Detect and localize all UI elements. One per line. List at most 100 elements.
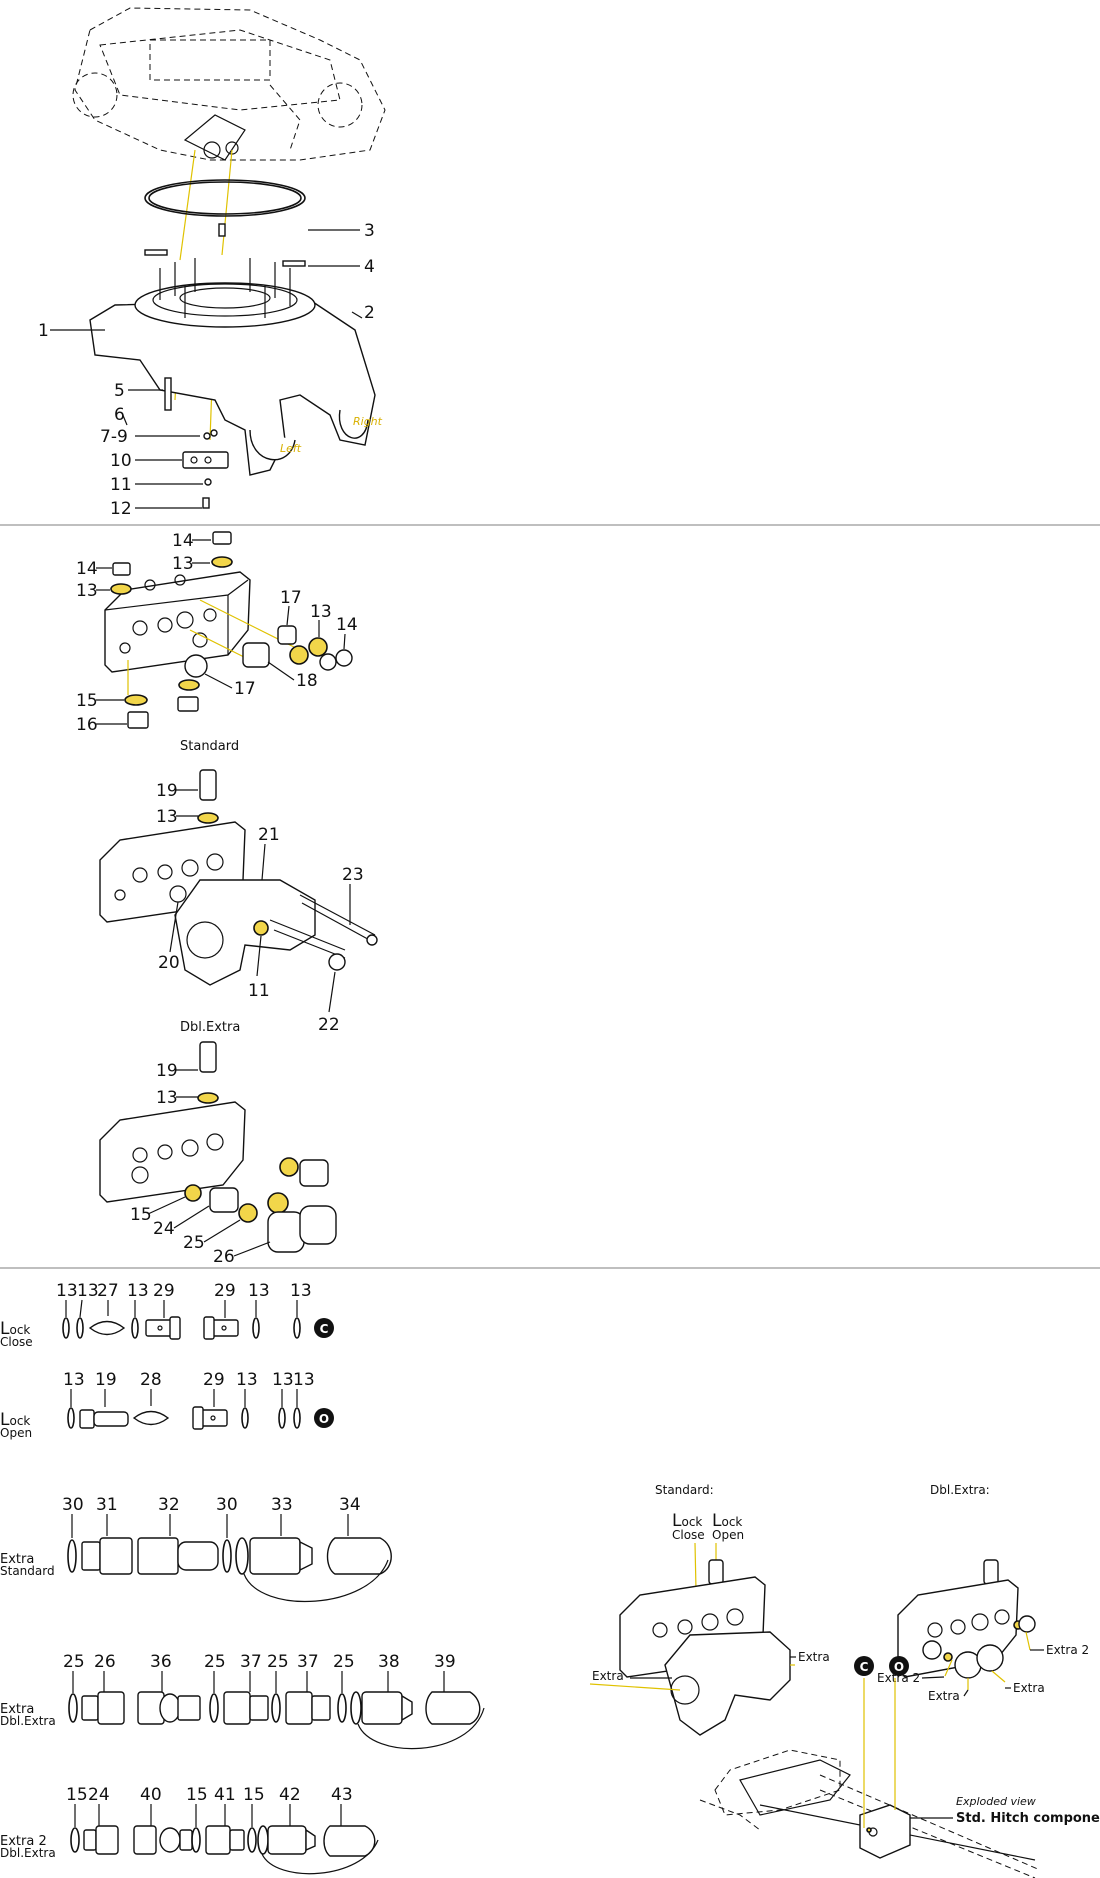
frame-label-right: Right [353,415,383,428]
callout-ed-39: 39 [434,1652,456,1672]
o-ring-large [144,179,306,217]
callout-21: 21 [258,825,280,845]
overview-standard-title: Standard: [655,1483,714,1497]
valve-block-exploded [104,571,301,695]
callout-23: 23 [342,865,364,885]
callout-lo-28: 28 [140,1370,162,1390]
callouts-standard: 19 13 21 23 20 11 22 [156,781,364,1035]
callout-es-30-a: 30 [62,1495,84,1515]
callout-ed-25-d: 25 [333,1652,355,1672]
callout-e2-15-b: 15 [186,1785,208,1805]
callout-e2-42: 42 [279,1785,301,1805]
hitch-components-label: Std. Hitch components [956,1811,1100,1826]
lock-open-big: L [0,1410,10,1430]
hitch-exploded-view: C O Exploded view Std. Hitch components [699,1656,1100,1878]
svg-text:Lock: Lock [672,1511,702,1531]
stud-bolts [159,258,291,318]
row-lock-open: Lock Open 13 19 28 29 13 13 13 O [0,1370,334,1440]
overview-lock-small-b: ock [721,1515,742,1529]
hitch-symbol-c [854,1656,874,1676]
valve-fittings-right [124,625,353,729]
callout-16: 16 [76,715,98,735]
overview-lock-big-a: L [672,1511,682,1531]
row-extra-dbl: Extra Dbl.Extra 25 26 36 25 37 25 37 25 … [0,1652,485,1750]
callout-25-a: 25 [183,1233,205,1253]
callout-e2-24: 24 [88,1785,110,1805]
callout-19-a: 19 [156,781,178,801]
callout-e2-43: 43 [331,1785,353,1805]
hitch-small-parts [121,377,229,509]
callout-lo-13-b: 13 [236,1370,258,1390]
overview-lock-small-a: ock [681,1515,702,1529]
extra-standard-line1: Extra [0,1552,34,1567]
callout-1: 1 [38,321,49,341]
callout-3: 3 [364,221,375,241]
callout-lc-13-c: 13 [127,1281,149,1301]
callout-13-c: 13 [310,602,332,622]
callout-22: 22 [318,1015,340,1035]
overview-extra-std-right: Extra [798,1650,830,1664]
callout-e2-15-c: 15 [243,1785,265,1805]
callout-18: 18 [296,671,318,691]
callout-17-a: 17 [280,588,302,608]
callout-ed-37-a: 37 [240,1652,262,1672]
overview-close: Close [672,1528,705,1542]
callout-lc-13-e: 13 [290,1281,312,1301]
callout-ed-25-b: 25 [204,1652,226,1672]
overview-lock-big-b: L [712,1511,722,1531]
callout-12: 12 [110,499,132,519]
svg-text:Lock: Lock [0,1410,30,1430]
callout-ed-36: 36 [150,1652,172,1672]
callout-ed-37-b: 37 [297,1652,319,1672]
callout-14-c: 14 [336,615,358,635]
callout-5: 5 [114,381,125,401]
hitch-symbol-o-letter: O [894,1660,904,1674]
callout-es-30-b: 30 [216,1495,238,1515]
callout-lc-29-b: 29 [214,1281,236,1301]
lock-open-symbol-letter: O [319,1412,329,1426]
callout-lo-29: 29 [203,1370,225,1390]
lock-close-symbol [314,1318,334,1338]
callout-13-b: 13 [76,581,98,601]
callout-19-b: 19 [156,1061,178,1081]
callout-ed-38: 38 [378,1652,400,1672]
callout-lo-13-d: 13 [293,1370,315,1390]
extra2-dbl-line2: Dbl.Extra [0,1846,56,1860]
callout-ed-25-c: 25 [267,1652,289,1672]
lock-close-sub: Close [0,1335,33,1349]
callout-14-a: 14 [172,531,194,551]
hitch-frame [89,223,376,476]
callout-13-a: 13 [172,554,194,574]
svg-text:Lock: Lock [0,1319,30,1339]
callout-7-9: 7-9 [100,427,128,447]
overview-extra2-right: Extra 2 [1046,1643,1089,1657]
overview-dbl-block: Extra 2 Extra 2 Extra Extra [877,1559,1089,1703]
callout-es-31: 31 [96,1495,118,1515]
overview-extra-dbl-right: Extra [1013,1681,1045,1695]
extra2-dbl-line1: Extra 2 [0,1834,47,1849]
callout-es-32: 32 [158,1495,180,1515]
callout-6: 6 [114,405,125,425]
hitch-symbol-c-letter: C [860,1660,869,1674]
row-extra-standard: Extra Standard 30 31 32 30 33 34 [0,1495,392,1603]
callout-lc-29-a: 29 [153,1281,175,1301]
callouts-dbl-extra: 19 13 15 24 25 26 [130,1061,271,1267]
overview-extra2-left: Extra 2 [877,1671,920,1685]
overview-standard-block: Lock Close Lock Open Extra Extra [589,1511,830,1736]
callouts-section-1: 1 2 3 4 5 6 7-9 10 11 12 [38,221,375,519]
callout-13-d: 13 [156,807,178,827]
variant-standard-title: Standard [180,739,239,754]
callout-17-b: 17 [234,679,256,699]
svg-text:Lock: Lock [712,1511,742,1531]
frame-label-left: Left [280,442,302,455]
callout-14-b: 14 [76,559,98,579]
callout-15-a: 15 [76,691,98,711]
overview-open: Open [712,1528,744,1542]
callout-4: 4 [364,257,375,277]
callout-e2-15-a: 15 [66,1785,88,1805]
callout-e2-40: 40 [140,1785,162,1805]
lock-close-big: L [0,1319,10,1339]
lock-open-small: ock [9,1414,30,1428]
variant-dbl-title: Dbl.Extra [180,1020,240,1035]
